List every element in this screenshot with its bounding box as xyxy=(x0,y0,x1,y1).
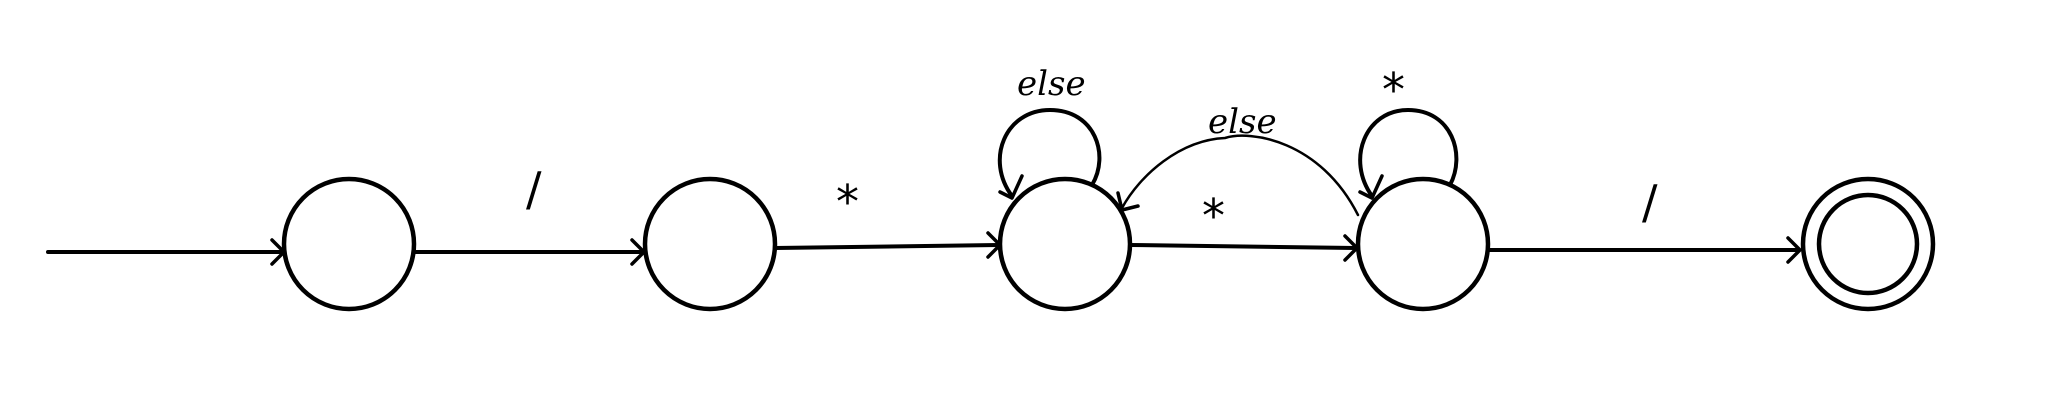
self-loop-q2 xyxy=(997,108,1102,200)
label-q0-q1: / xyxy=(526,162,542,216)
transition-q3-q2 xyxy=(1116,134,1360,217)
label-q3-q2: else xyxy=(1208,102,1277,142)
transition-q1-q2 xyxy=(773,231,1002,259)
state-q2 xyxy=(997,176,1133,312)
state-q4-accepting xyxy=(1800,176,1936,312)
state-q0 xyxy=(281,176,417,312)
transition-q0-q1 xyxy=(412,238,646,266)
self-loop-q3 xyxy=(1358,108,1459,200)
state-q1 xyxy=(642,176,778,312)
transition-q3-q4 xyxy=(1486,236,1802,264)
label-q2-loop: else xyxy=(1017,64,1086,104)
label-q1-q2: * xyxy=(836,175,859,229)
label-q2-q3: * xyxy=(1202,189,1225,243)
transition-q2-q3 xyxy=(1128,234,1359,262)
start-arrow xyxy=(46,238,286,266)
label-q3-q4: / xyxy=(1642,175,1658,229)
label-q3-loop: * xyxy=(1382,63,1405,117)
state-q3 xyxy=(1355,176,1491,312)
